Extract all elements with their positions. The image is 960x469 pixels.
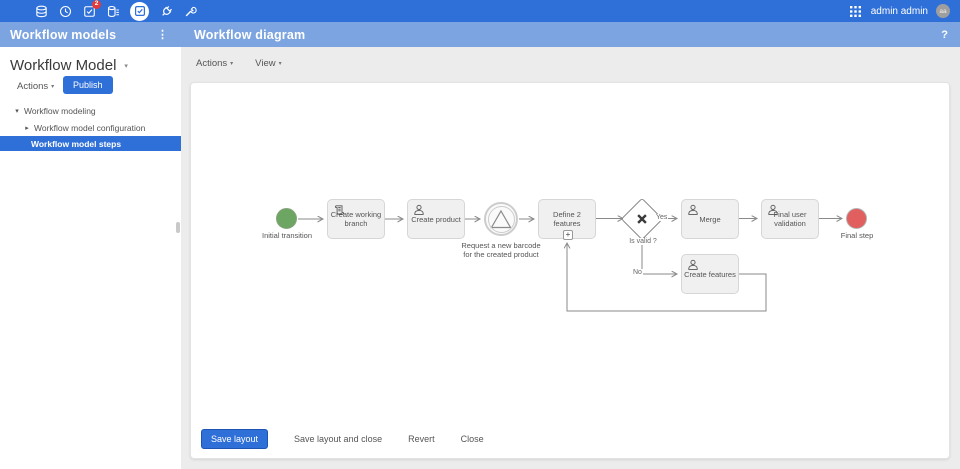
plug-icon[interactable] [159, 4, 173, 18]
topbar-right-group: admin admin aa [849, 4, 960, 18]
node-label: Request a new barcode for the created pr… [461, 241, 541, 260]
avatar[interactable]: aa [936, 4, 950, 18]
help-icon[interactable]: ? [941, 28, 948, 41]
publish-button[interactable]: Publish [63, 76, 113, 94]
node-final-step[interactable] [846, 208, 867, 229]
exclusive-x-icon [637, 213, 647, 224]
tasks-icon[interactable]: 2 [82, 0, 101, 18]
script-icon [335, 205, 345, 215]
edge-label-no: No [632, 269, 643, 276]
sidebar-header: Workflow models ⋮ [0, 22, 181, 47]
data-stack-icon[interactable] [106, 4, 120, 18]
kebab-menu-icon[interactable]: ⋮ [157, 29, 168, 41]
sidebar: Workflow Model▾ Actions▾ Publish ▾ Workf… [0, 47, 181, 469]
diagram-edges [298, 83, 951, 312]
tree-item-workflow-model-steps[interactable]: Workflow model steps [0, 136, 181, 151]
canvas-footer: Save layout Save layout and close Revert… [201, 429, 484, 449]
diagram-canvas[interactable]: Initial transition Create working branch… [190, 82, 950, 459]
diagram-menubar: Actions▾ View▾ [196, 58, 282, 69]
close-button[interactable]: Close [460, 434, 484, 444]
notification-badge: 2 [92, 0, 101, 9]
user-name[interactable]: admin admin [870, 5, 928, 17]
tree-item-workflow-model-configuration[interactable]: ▸ Workflow model configuration [0, 120, 181, 137]
workflow-icon[interactable] [130, 1, 149, 21]
user-icon [414, 204, 424, 215]
node-start-event[interactable] [276, 208, 297, 229]
topbar-icon-group: 2 [0, 0, 197, 21]
node-create-product[interactable]: Create product [407, 199, 465, 239]
user-icon [688, 204, 698, 215]
tree-item-workflow-modeling[interactable]: ▾ Workflow modeling [0, 103, 181, 120]
navigation-tree: ▾ Workflow modeling ▸ Workflow model con… [0, 103, 181, 151]
node-label: Initial transition [261, 231, 313, 240]
sidebar-header-title: Workflow models [10, 27, 117, 42]
subprocess-expand-icon[interactable]: + [563, 230, 573, 240]
database-icon[interactable] [34, 4, 48, 18]
tree-expand-icon[interactable]: ▾ [15, 108, 19, 116]
chevron-down-icon: ▾ [230, 61, 234, 67]
node-is-valid-gateway[interactable] [620, 197, 664, 240]
node-barcode-event[interactable] [484, 202, 518, 236]
clock-icon[interactable] [58, 4, 72, 18]
wrench-icon[interactable] [183, 4, 197, 18]
node-create-working-branch[interactable]: Create working branch [327, 199, 385, 239]
revert-button[interactable]: Revert [408, 434, 435, 444]
signal-triangle-icon [490, 209, 512, 229]
main-header: Workflow diagram ? [181, 22, 960, 47]
node-label: Is valid ? [624, 238, 662, 245]
section-header-bar: Workflow models ⋮ Workflow diagram ? [0, 22, 960, 47]
save-layout-and-close-button[interactable]: Save layout and close [294, 434, 383, 444]
node-merge[interactable]: Merge [681, 199, 739, 239]
tree-collapse-icon[interactable]: ▸ [25, 124, 29, 132]
page-title: Workflow diagram [194, 27, 306, 42]
node-create-features[interactable]: Create features [681, 254, 739, 294]
user-icon [688, 259, 698, 270]
save-layout-button[interactable]: Save layout [201, 429, 269, 449]
menu-view[interactable]: View▾ [255, 58, 282, 69]
record-title-caret-icon[interactable]: ▾ [124, 63, 128, 70]
chevron-down-icon: ▾ [51, 84, 55, 90]
sidebar-actions-menu[interactable]: Actions▾ [17, 81, 55, 92]
main-panel: Actions▾ View▾ [181, 47, 960, 469]
chevron-down-icon: ▾ [278, 61, 282, 67]
edge-label-yes: Yes [655, 214, 669, 221]
record-title: Workflow Model▾ [10, 57, 128, 74]
menu-actions[interactable]: Actions▾ [196, 58, 234, 69]
node-final-user-validation[interactable]: Final user validation [761, 199, 819, 239]
apps-grid-icon[interactable] [849, 4, 863, 18]
node-label: Final step [840, 231, 874, 240]
node-define-2-features[interactable]: Define 2 features + [538, 199, 596, 240]
top-app-bar: 2 [0, 0, 960, 22]
user-icon [768, 204, 778, 215]
sidebar-scrollbar-thumb[interactable] [176, 222, 180, 233]
